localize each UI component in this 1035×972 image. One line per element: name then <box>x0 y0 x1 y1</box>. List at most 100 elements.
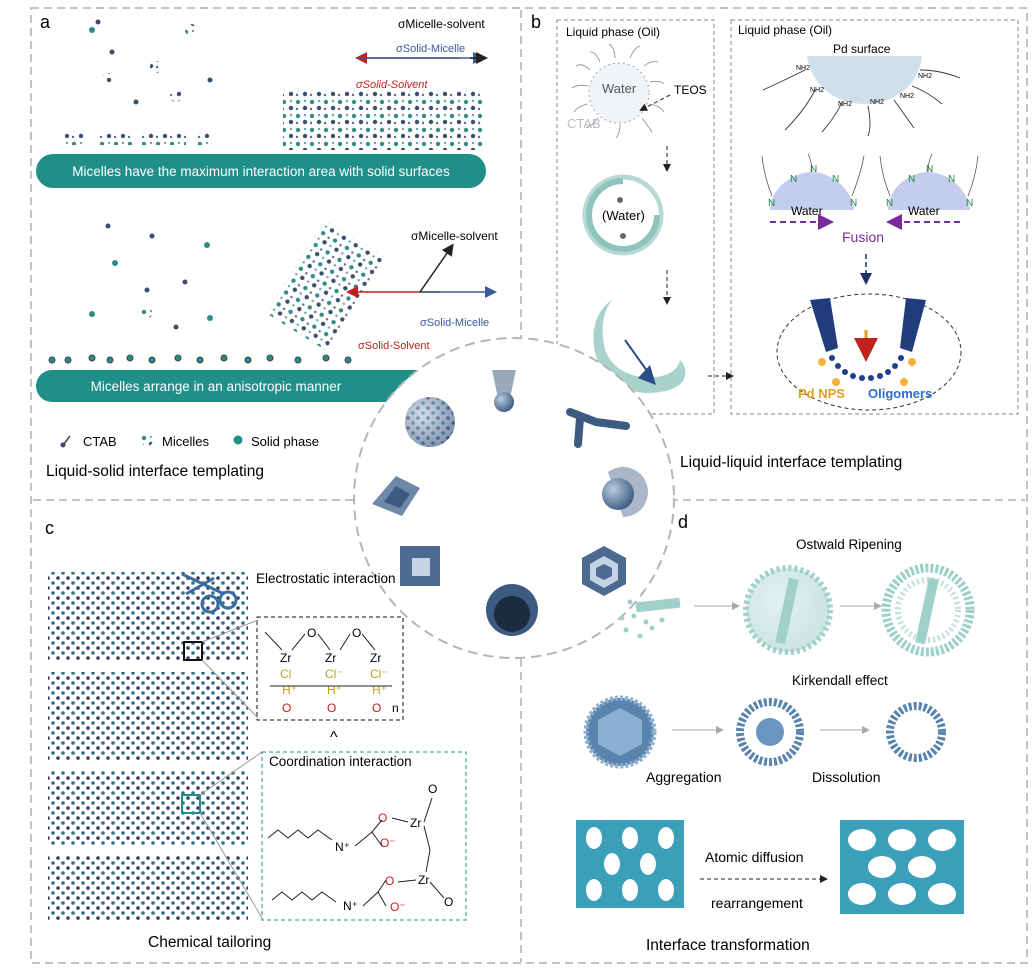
panel-b-teos-label: TEOS <box>674 83 707 97</box>
nh2-label: NH2 <box>810 87 824 94</box>
pd-nps-label: Pd NPS <box>798 386 845 401</box>
o-label: O <box>327 701 336 715</box>
ostwald-stage-1 <box>619 597 681 639</box>
layer-block-4 <box>48 856 248 920</box>
panel-b-water-label: Water <box>602 81 637 96</box>
panel-a-anisotropic-block <box>266 219 384 351</box>
zoom-line <box>201 619 259 643</box>
panel-a-free-micelles-top <box>89 19 213 105</box>
panel-b-water-paren: (Water) <box>602 208 645 223</box>
coordination-structure: Zr Zr O O N⁺ N⁺ O O⁻ O O⁻ <box>335 782 453 914</box>
zr-label: Zr <box>418 873 429 887</box>
panel-b-left-title: Liquid phase (Oil) <box>566 25 660 39</box>
nh2-label: NH2 <box>900 93 914 100</box>
layer-block-1 <box>48 572 248 660</box>
nh2-label: NH2 <box>870 99 884 106</box>
o-label: O <box>428 782 437 796</box>
cl-label: Cl <box>280 667 291 681</box>
o-label: O <box>282 701 291 715</box>
outer-frame <box>30 7 1028 964</box>
coordination-bonds <box>267 797 445 907</box>
micelles-legend-icon <box>141 434 153 446</box>
silica-shell-1 <box>582 174 664 256</box>
panel-b-left-box <box>556 19 715 415</box>
panel-a-micelle-row-2 <box>98 132 134 145</box>
panel-a-micelle-row-1 <box>62 132 86 145</box>
sphere-rod-icon <box>492 370 516 412</box>
octahedron-icon <box>372 476 420 516</box>
ctab-legend-icon <box>63 435 71 445</box>
cl-minus-label: Cl⁻ <box>325 667 343 681</box>
kirkendall-label: Kirkendall effect <box>792 673 888 688</box>
h-plus-label: H⁺ <box>372 683 387 697</box>
water-droplet-right <box>888 172 970 210</box>
pd-tip-right <box>900 298 926 352</box>
silica-shell-2 <box>593 300 686 393</box>
cube-frame-icon <box>400 546 440 586</box>
fused-droplet-region <box>776 293 962 411</box>
ostwald-label: Ostwald Ripening <box>796 537 902 552</box>
o-label: O <box>385 874 394 888</box>
nh2-label: NH2 <box>838 101 852 108</box>
hollow-sphere-icon <box>486 584 538 636</box>
aggregation-label: Aggregation <box>646 769 722 785</box>
coordination-box <box>261 751 467 921</box>
ostwald-stage-3 <box>881 563 975 657</box>
panel-b-letter: b <box>531 12 541 32</box>
n-label: N <box>926 164 933 175</box>
n-label: N <box>908 174 915 185</box>
panel-a-caption: Liquid-solid interface templating <box>46 463 264 480</box>
panel-a-surfactant-row <box>48 354 352 364</box>
water-right-label: Water <box>908 204 940 218</box>
o-label: O <box>378 811 387 825</box>
o-label: O <box>352 626 361 640</box>
legend-micelles: Micelles <box>162 434 209 449</box>
panel-b-caption: Liquid-liquid interface templating <box>680 454 902 471</box>
n-label: N <box>832 174 839 185</box>
n-label: N <box>886 198 893 209</box>
panel-a-arrow-black-bot <box>419 243 454 293</box>
layer-block-3 <box>48 770 248 846</box>
panel-a-sigma-ss-bot: σSolid-Solvent <box>358 340 430 352</box>
panel-c-caption: Chemical tailoring <box>148 934 271 951</box>
electrostatic-label: Electrostatic interaction <box>256 571 396 586</box>
o-label: O <box>444 895 453 909</box>
pd-nps-dots <box>818 358 916 386</box>
o-minus-label: O⁻ <box>390 900 406 914</box>
n-label: N <box>948 174 955 185</box>
n-label: N <box>966 198 973 209</box>
electrostatic-label-1: Electrostatic interaction <box>256 571 396 586</box>
panel-a-free-micelles-bottom <box>89 223 213 330</box>
panel-a-sigma-ss-top: σSolid-Solvent <box>356 79 428 91</box>
surface-chains-right <box>761 153 979 197</box>
panel-c-letter: c <box>45 518 54 538</box>
nh2-label: NH2 <box>918 73 932 80</box>
n-plus-labels: N N N N N N N N N N <box>768 164 973 209</box>
mof-lattice-right <box>840 820 964 914</box>
legend-ctab: CTAB <box>83 434 117 449</box>
ctab-legend-icon-head <box>60 442 66 448</box>
panel-a-banner-1 <box>36 154 486 188</box>
nh2-label: NH2 <box>796 65 810 72</box>
panel-a-sigma-sm-top: σSolid-Micelle <box>396 43 465 55</box>
panel-a-micelle-row-4 <box>196 132 212 145</box>
n-subscript: n <box>392 701 399 715</box>
panel-a-sigma-ms-bot: σMicelle-solvent <box>411 229 498 243</box>
panel-a-sigma-ms-top: σMicelle-solvent <box>398 17 485 31</box>
zoom-line <box>201 659 259 719</box>
legend-solid: Solid phase <box>251 434 319 449</box>
zoom-line <box>199 812 263 919</box>
h-plus-label: H⁺ <box>282 683 297 697</box>
pd-tip-left <box>810 298 838 352</box>
panel-b-right-box <box>730 19 1019 415</box>
zoom-line <box>199 751 263 796</box>
zoom-box-coordination <box>181 794 201 814</box>
hex-frame-icon <box>582 546 626 596</box>
n-label: N <box>768 198 775 209</box>
nh2-labels: NH2 NH2 NH2 NH2 NH2 NH2 <box>796 65 932 108</box>
water-left-label: Water <box>791 204 823 218</box>
panel-a-letter: a <box>40 12 51 32</box>
panel-a-solid-block-top <box>283 90 483 150</box>
n-plus-label: N⁺ <box>343 899 358 913</box>
